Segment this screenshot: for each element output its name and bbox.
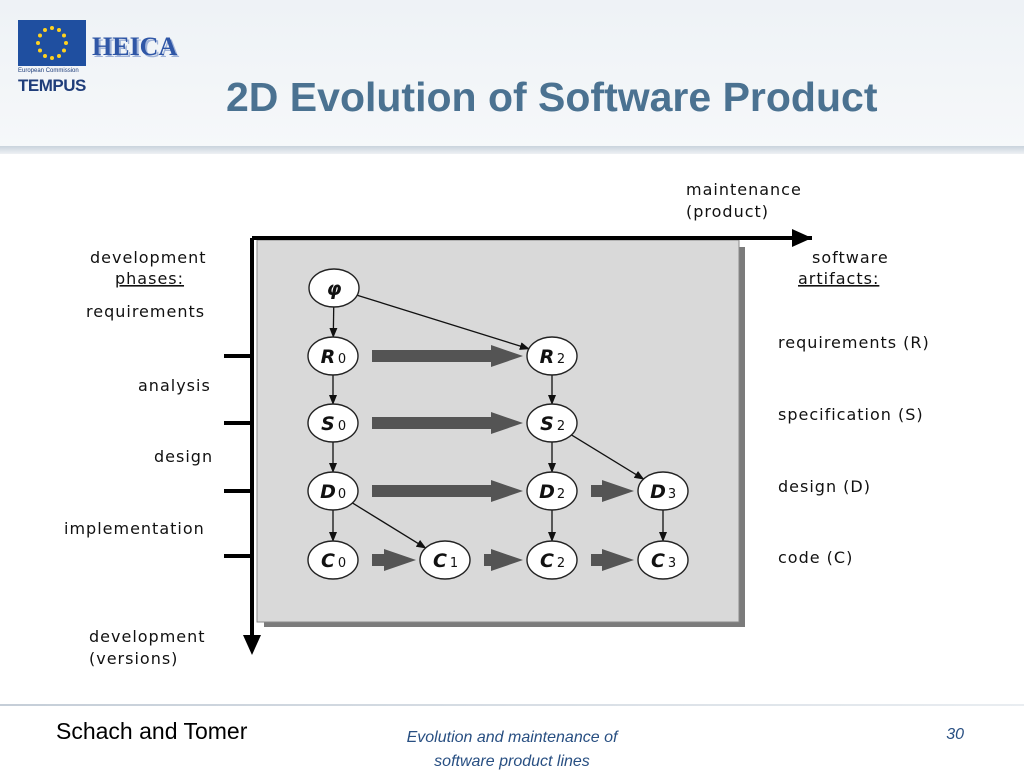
maintenance-axis-label: maintenance [686,180,802,199]
footer-author: Schach and Tomer [56,718,247,745]
node-letter: D [650,481,666,503]
node-letter: D [539,481,555,503]
phase-label: requirements [86,302,205,321]
eu-caption: European Commission [18,68,79,74]
node-letter: C [433,550,447,572]
node-subscript: 2 [557,487,565,502]
artifacts-header: software [812,248,889,267]
node-letter: R [540,346,555,368]
phases-header: phases: [115,269,184,288]
node-subscript: 0 [338,352,346,367]
footer-rule [0,704,1024,706]
node-subscript: 0 [338,487,346,502]
development-axis-label: (versions) [89,649,178,668]
node-letter: S [540,413,554,435]
node-letter: φ [327,278,342,300]
artifact-label: requirements (R) [778,333,930,352]
node-subscript: 2 [557,556,565,571]
node-letter: D [320,481,336,503]
node-subscript: 0 [338,419,346,434]
tempus-wordmark: TEMPUS [18,76,86,96]
artifacts-header: artifacts: [798,269,879,288]
phases-header: development [90,248,207,267]
node-subscript: 0 [338,556,346,571]
maintenance-axis-arrowhead [792,229,812,247]
phase-label: analysis [138,376,211,395]
node-subscript: 3 [668,487,676,502]
heica-wordmark: HEICA [92,32,177,62]
header-rule [0,146,1024,154]
development-axis-arrowhead [243,635,261,655]
footer-center-line: Evolution and maintenance of [362,726,662,750]
development-axis-label: development [89,627,206,646]
node-letter: C [651,550,665,572]
slide-title: 2D Evolution of Software Product [226,74,877,121]
footer-center-line: software product lines [362,750,662,774]
page-number: 30 [920,726,964,744]
node-letter: S [321,413,335,435]
node-subscript: 2 [557,419,565,434]
eu-flag-icon [18,20,86,66]
phase-label: implementation [64,519,205,538]
node-letter: C [540,550,554,572]
phase-label: design [154,447,213,466]
artifact-label: design (D) [778,477,871,496]
heica-tempus-logo: European Commission TEMPUS HEICA [18,20,188,96]
maintenance-axis-label: (product) [686,202,769,221]
node-letter: R [321,346,336,368]
artifact-label: code (C) [778,548,853,567]
artifact-label: specification (S) [778,405,924,424]
node-subscript: 1 [450,556,458,571]
node-subscript: 3 [668,556,676,571]
evolution-diagram: maintenance (product) development (versi… [52,180,973,687]
node-subscript: 2 [557,352,565,367]
node-phi: φ [309,269,359,307]
node-letter: C [321,550,335,572]
footer-center: Evolution and maintenance of software pr… [362,726,662,774]
figure-panel: maintenance (product) development (versi… [52,180,973,687]
